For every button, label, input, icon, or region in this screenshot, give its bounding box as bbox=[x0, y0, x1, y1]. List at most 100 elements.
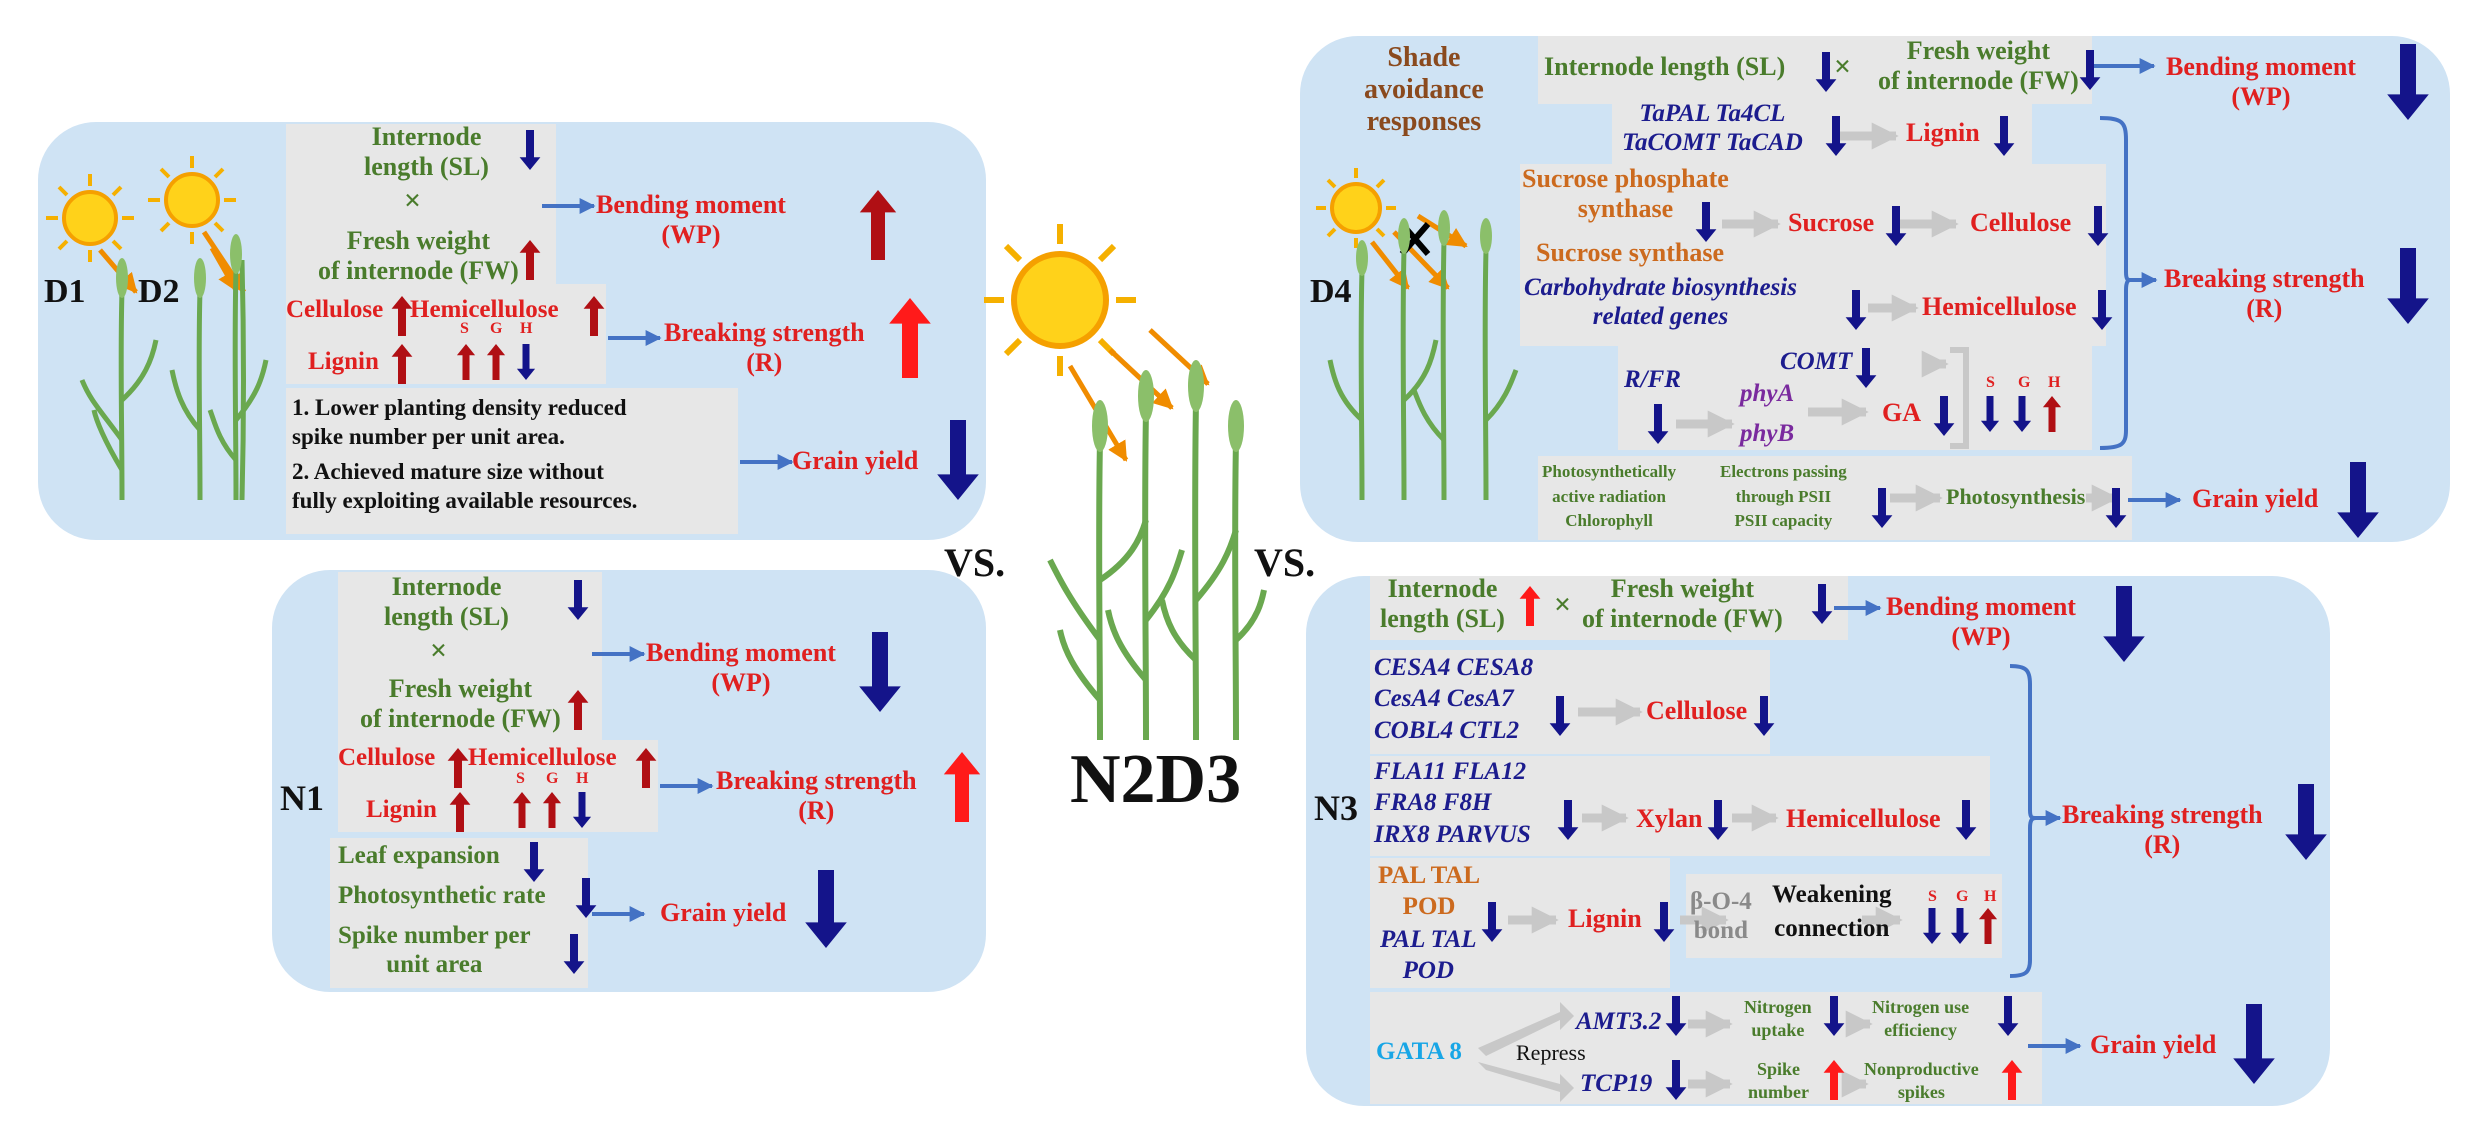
d4-label: D4 bbox=[1310, 273, 1352, 310]
d4-carb-box bbox=[1520, 272, 2106, 346]
down-arrow-icon-g-down bbox=[2012, 396, 2032, 432]
d-bending-moment: Bending moment (WP) bbox=[596, 190, 786, 249]
n3-lignin-genes-down: PAL TAL POD bbox=[1380, 926, 1477, 985]
down-arrow-icon-ga-down bbox=[1933, 396, 1955, 436]
d-cellulose: Cellulose bbox=[286, 296, 384, 323]
center-label: N2D3 bbox=[1070, 741, 1242, 818]
d4-grain-yield: Grain yield bbox=[2192, 484, 2319, 513]
up-arrow-icon-nonprod-up bbox=[2001, 1060, 2023, 1100]
n1-g-label: G bbox=[546, 770, 559, 787]
n3-spike-number: Spike number bbox=[1748, 1059, 1810, 1103]
d4-times: × bbox=[1834, 50, 1852, 83]
d4-fresh-weight: Fresh weight of internode (FW) bbox=[1878, 36, 2079, 95]
d-internode-length: Internode length (SL) bbox=[364, 122, 489, 181]
n1-yield-box bbox=[330, 838, 588, 988]
n3-xylan-box bbox=[1370, 756, 1990, 856]
d4-lignin-genes: TaPAL Ta4CL TaCOMT TaCAD bbox=[1622, 100, 1803, 156]
down-arrow-icon-lignin-genes-down bbox=[1481, 902, 1503, 942]
down-arrow-icon-sps-down bbox=[1695, 202, 1717, 242]
d4-lignin-box bbox=[1612, 104, 2032, 166]
up-arrow-icon-g-up bbox=[542, 792, 562, 828]
d4-comt: COMT bbox=[1780, 348, 1853, 375]
n1-spike-number: Spike number per unit area bbox=[338, 922, 531, 978]
down-arrow-icon-bs-down bbox=[2285, 784, 2327, 860]
d-notes-box bbox=[286, 388, 738, 534]
n3-amt32: AMT3.2 bbox=[1576, 1008, 1662, 1035]
down-arrow-icon-fw-down bbox=[2079, 50, 2101, 90]
d4-lignin: Lignin bbox=[1906, 118, 1980, 147]
down-arrow-icon-h-down bbox=[516, 344, 536, 380]
down-arrow-icon-hemi-down bbox=[2091, 290, 2113, 330]
d4-sucrose-synthase: Sucrose synthase bbox=[1536, 238, 1725, 267]
down-arrow-icon-psii-down bbox=[1871, 488, 1893, 528]
sun-icon bbox=[148, 156, 236, 244]
d4-electrons: Electrons passing through PSII PSII capa… bbox=[1720, 462, 1847, 531]
down-arrow-icon-xylan-genes-down bbox=[1557, 800, 1579, 840]
d-note-2: 2. Achieved mature size without fully ex… bbox=[292, 459, 638, 513]
n3-xylan-genes: FLA11 FLA12 FRA8 F8H IRX8 PARVUS bbox=[1374, 758, 1531, 848]
n3-label: N3 bbox=[1314, 788, 1358, 828]
n3-nitrogen-use: Nitrogen use efficiency bbox=[1872, 997, 1970, 1041]
down-arrow-icon-fw-down bbox=[1811, 584, 1833, 624]
wheat-plant-icon bbox=[1327, 239, 1519, 501]
grey-arrows bbox=[1508, 122, 2119, 1098]
n3-beta-o4: β-O-4 bond bbox=[1690, 888, 1752, 944]
sun-icon bbox=[1316, 168, 1396, 248]
d-breaking-strength: Breaking strength (R) bbox=[664, 318, 865, 377]
n1-cell-wall-box bbox=[338, 740, 658, 832]
n3-fresh-weight: Fresh weight of internode (FW) bbox=[1582, 574, 1783, 633]
n1-fresh-weight: Fresh weight of internode (FW) bbox=[360, 674, 561, 733]
n3-gata8: GATA 8 bbox=[1376, 1038, 1462, 1065]
down-arrow-icon-comt-down bbox=[1855, 348, 1877, 388]
down-arrow-icon-h-down bbox=[572, 792, 592, 828]
vs-right: VS. bbox=[1254, 540, 1316, 585]
down-arrow-icon-spike-down bbox=[563, 934, 585, 974]
n3-cellulose: Cellulose bbox=[1646, 696, 1748, 725]
bracket-lines bbox=[2009, 116, 2131, 978]
d4-s-label: S bbox=[1986, 374, 1995, 391]
n1-grain-yield: Grain yield bbox=[660, 898, 787, 927]
up-arrow-icon-hemi-up bbox=[583, 296, 605, 336]
vs-left: VS. bbox=[944, 540, 1006, 585]
up-arrow-icon-bm-up bbox=[859, 190, 897, 260]
d4-sucrose: Sucrose bbox=[1788, 208, 1875, 237]
d4-rfr: R/FR bbox=[1624, 366, 1681, 393]
d4-photosynthesis: Photosynthesis bbox=[1946, 484, 2086, 509]
up-arrow-icon-fw-up bbox=[519, 240, 541, 280]
n3-tcp19: TCP19 bbox=[1580, 1070, 1653, 1097]
down-arrow-icon-nupt-down bbox=[1823, 996, 1845, 1036]
n3-sl-box bbox=[1370, 576, 1848, 640]
down-arrow-icon-gy-down bbox=[937, 420, 979, 500]
n3-g-label: G bbox=[1956, 888, 1969, 905]
d4-phya: phyA bbox=[1740, 380, 1795, 407]
d2-label: D2 bbox=[138, 273, 180, 310]
d-grain-yield: Grain yield bbox=[792, 446, 919, 475]
d4-photo-box bbox=[1538, 456, 2132, 540]
down-arrow-icon-bm-down bbox=[2103, 586, 2145, 662]
d4-carbohydrate-genes: Carbohydrate biosynthesis related genes bbox=[1524, 274, 1797, 330]
n1-breaking-strength: Breaking strength (R) bbox=[716, 766, 917, 825]
d1-label: D1 bbox=[44, 273, 86, 310]
down-arrow-icon-sl-down bbox=[1815, 52, 1837, 92]
d-hemicellulose: Hemicellulose bbox=[410, 296, 559, 323]
n1-cellulose: Cellulose bbox=[338, 744, 436, 771]
down-arrow-icon-gy-down bbox=[2337, 462, 2379, 538]
d-s-label: S bbox=[460, 320, 469, 337]
d4-phyb: phyB bbox=[1740, 420, 1795, 447]
d-fresh-weight: Fresh weight of internode (FW) bbox=[318, 226, 519, 285]
down-arrow-icon-sl-down bbox=[519, 130, 541, 170]
d4-shade-title: Shade avoidance responses bbox=[1364, 42, 1484, 138]
n3-xylan: Xylan bbox=[1636, 804, 1703, 833]
n3-nitrogen-uptake: Nitrogen uptake bbox=[1744, 997, 1812, 1041]
down-arrow-icon-carb-down bbox=[1845, 290, 1867, 330]
n1-s-label: S bbox=[516, 770, 525, 787]
down-arrow-icon-bs-down bbox=[2387, 248, 2429, 324]
up-arrow-icon-hemi-up bbox=[635, 748, 657, 788]
n3-breaking-strength: Breaking strength (R) bbox=[2062, 800, 2263, 859]
d4-sucrose-phosphate-synthase: Sucrose phosphate synthase bbox=[1522, 164, 1729, 223]
down-arrow-icon-tcp-down bbox=[1665, 1060, 1687, 1100]
up-arrow-icon-sl-up bbox=[1519, 586, 1541, 626]
up-arrow-icon-bs-up bbox=[943, 752, 981, 822]
n3-internode-length: Internode length (SL) bbox=[1380, 574, 1505, 633]
